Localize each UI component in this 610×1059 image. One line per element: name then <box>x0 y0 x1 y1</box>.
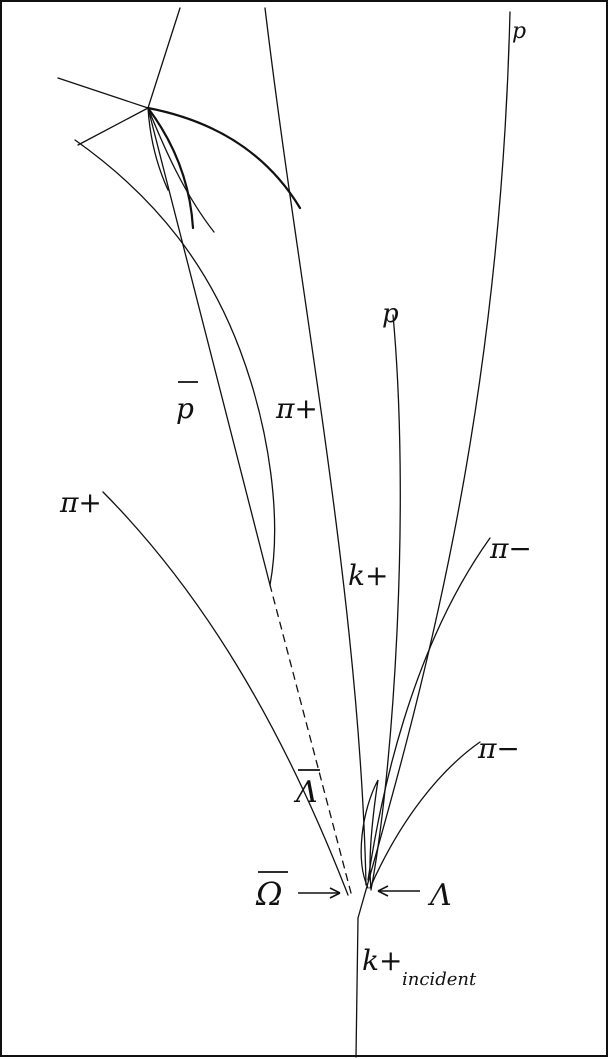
pi-minus-upper-track <box>367 537 491 881</box>
pi-plus-lower-track <box>102 491 349 896</box>
label-pi-plus-upper: π+ <box>275 392 318 425</box>
label-lambda: Λ <box>427 878 452 913</box>
star-prong-5 <box>146 106 195 230</box>
pi-minus-lower-track <box>369 741 481 889</box>
label-p-mid: p <box>382 299 399 329</box>
star-prong-6 <box>147 107 215 233</box>
label-k-plus: k+ <box>348 559 388 592</box>
pi-plus-upper-track <box>74 139 276 586</box>
proton-track-mid <box>370 314 401 891</box>
lambda-arrow <box>377 885 420 897</box>
label-pi-minus-upper: π− <box>489 532 532 565</box>
label-omega-bar: Ω <box>255 875 283 913</box>
star-prong-3 <box>77 107 149 146</box>
k-plus-track <box>264 7 367 886</box>
star-prong-7 <box>147 107 169 191</box>
star-prong-2 <box>57 77 149 109</box>
star-prong-4 <box>146 106 302 210</box>
label-p-top: p <box>512 19 526 44</box>
label-pi-minus-lower: π− <box>477 732 520 765</box>
label-pi-plus-lower: π+ <box>59 486 102 519</box>
lambda-bar-track <box>269 584 352 894</box>
pbar-track <box>147 107 271 586</box>
label-k-plus-incident: k+ <box>362 944 402 977</box>
k-incident-track <box>355 917 359 1058</box>
label-pbar: p <box>176 392 194 425</box>
label-lambda-bar: Λ <box>293 775 318 810</box>
lambda-decay-loop <box>360 779 379 889</box>
proton-track-top <box>357 11 511 919</box>
omega-bar-arrow <box>298 887 341 899</box>
star-prong-1 <box>147 7 181 109</box>
label-incident: incident <box>402 969 477 990</box>
